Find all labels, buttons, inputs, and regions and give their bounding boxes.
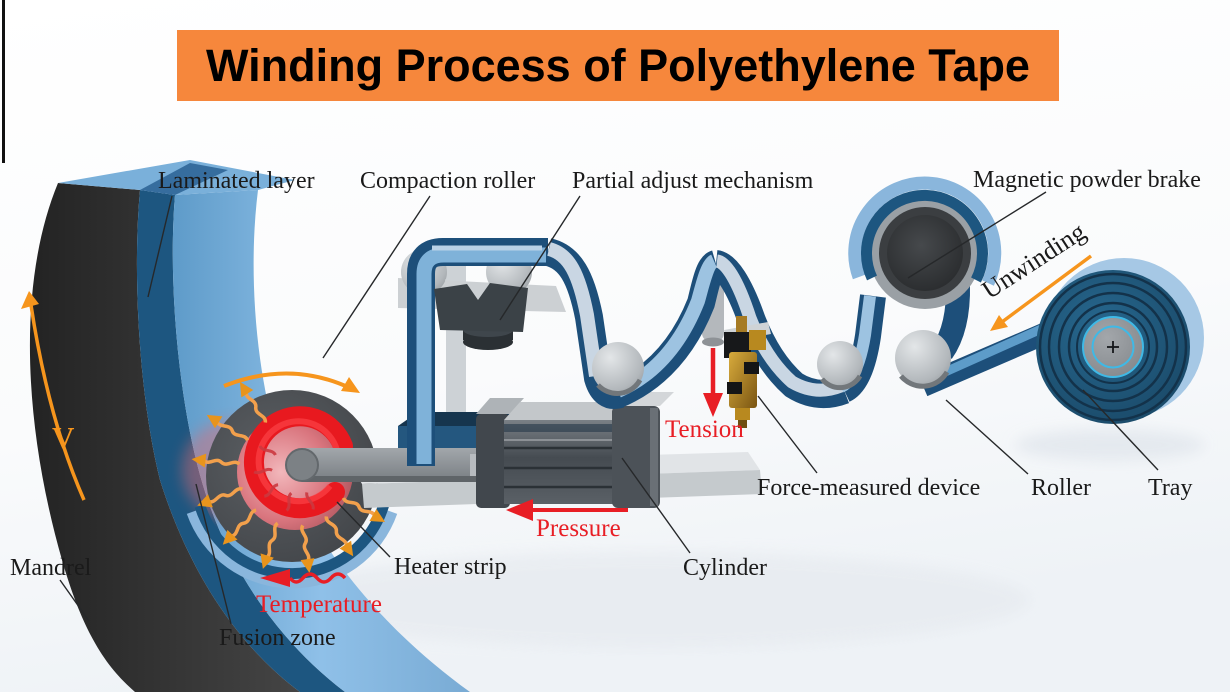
label-laminated-layer: Laminated layer (158, 168, 315, 194)
rotation-arrow (223, 371, 351, 390)
leader-lines (59, 191, 1159, 625)
heat-arrows (191, 381, 386, 573)
label-magnetic-powder-brake: Magnetic powder brake (973, 167, 1201, 193)
label-force-measured-device: Force-measured device (757, 475, 981, 501)
heater-strip-graphic (243, 406, 353, 519)
label-partial-adjust-mechanism: Partial adjust mechanism (572, 168, 814, 194)
temperature-arrow (288, 572, 347, 584)
label-fusion-zone: Fusion zone (219, 625, 336, 651)
magnetic-powder-brake-graphic (848, 176, 1002, 309)
label-tray: Tray (1148, 475, 1193, 501)
guide-rollers (592, 330, 951, 396)
label-temperature: Temperature (256, 591, 382, 618)
title-banner: Winding Process of Polyethylene Tape (177, 30, 1059, 101)
tray-graphic (1036, 258, 1204, 424)
label-velocity: V (52, 420, 75, 455)
label-roller: Roller (1031, 475, 1091, 501)
left-edge-mark (2, 0, 5, 163)
velocity-arrow (29, 304, 86, 501)
label-heater-strip: Heater strip (394, 554, 507, 580)
cylinder-graphic (476, 392, 674, 508)
label-compaction-roller: Compaction roller (360, 168, 536, 194)
force-measured-device-graphic (724, 316, 771, 428)
unwinding-arrow (1000, 254, 1093, 324)
label-pressure: Pressure (536, 515, 621, 542)
red-arrows (260, 348, 723, 587)
partial-adjust-mechanism-graphic (434, 283, 528, 350)
orange-arrows (21, 254, 1093, 501)
page-title: Winding Process of Polyethylene Tape (206, 39, 1030, 91)
label-mandrel: Mandrel (10, 555, 92, 581)
label-tension: Tension (665, 416, 744, 443)
label-cylinder: Cylinder (683, 555, 767, 581)
